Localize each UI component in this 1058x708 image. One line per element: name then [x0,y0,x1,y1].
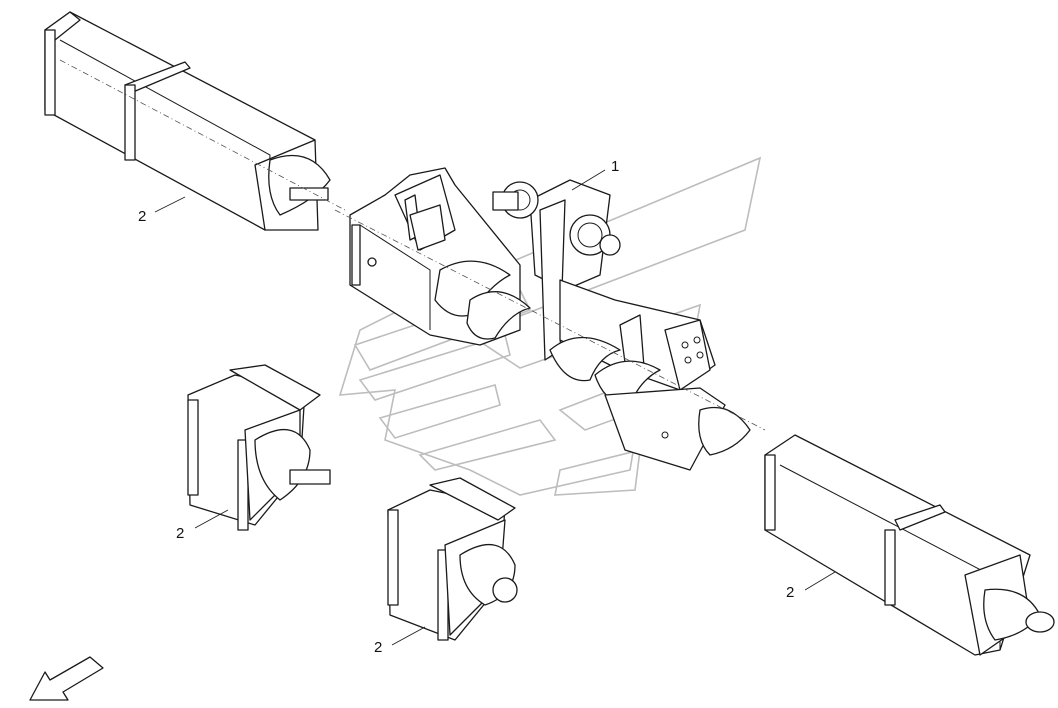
callout-label: 2 [374,639,382,656]
leader-line [154,196,186,213]
leader-line [194,509,229,529]
callout-label: 2 [176,525,184,542]
callout-label: 2 [786,584,794,601]
auger-section-short-left [187,364,331,531]
main-drive-assembly [334,167,766,471]
direction-arrow-icon [29,656,104,701]
callout-label: 2 [138,208,146,225]
leader-line [571,169,606,191]
callout-label: 1 [611,158,619,175]
auger-section-right [764,434,1055,656]
auger-section-short-center [387,477,518,641]
auger-section-top-left [44,11,346,231]
leader-line [391,626,426,646]
leader-line [804,571,836,591]
